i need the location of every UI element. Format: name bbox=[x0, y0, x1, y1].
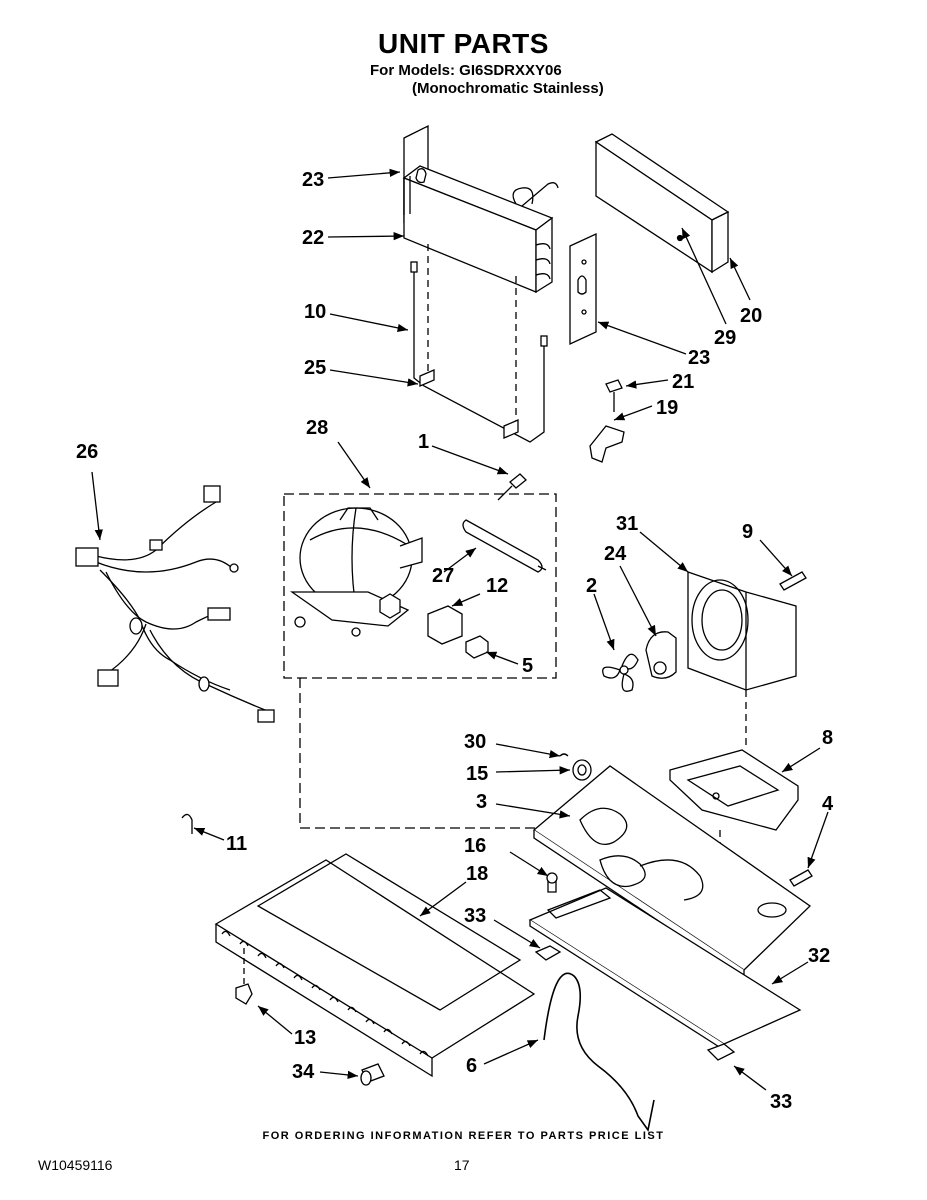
screw-4 bbox=[789, 869, 813, 887]
callout-33-top: 33 bbox=[464, 905, 486, 927]
grommet-15 bbox=[559, 753, 592, 781]
callout-11: 11 bbox=[226, 833, 247, 855]
callout-9: 9 bbox=[742, 521, 753, 543]
screw-16 bbox=[546, 872, 558, 893]
page-title: UNIT PARTS bbox=[378, 28, 549, 59]
filter-drier bbox=[462, 519, 547, 573]
evaporator-assembly bbox=[402, 124, 559, 428]
callout-8: 8 bbox=[822, 727, 833, 749]
fan-blade bbox=[602, 653, 639, 692]
start-relay bbox=[427, 605, 489, 659]
callout-23-right: 23 bbox=[688, 347, 710, 369]
callout-1: 1 bbox=[418, 431, 429, 453]
callout-33-bottom: 33 bbox=[770, 1091, 792, 1113]
callout-12: 12 bbox=[486, 575, 508, 597]
defrost-heater bbox=[410, 261, 548, 443]
callout-30: 30 bbox=[464, 731, 486, 753]
callout-27: 27 bbox=[432, 565, 454, 587]
compressor bbox=[289, 507, 423, 637]
callout-26: 26 bbox=[76, 441, 98, 463]
callout-2: 2 bbox=[586, 575, 597, 597]
compressor-group-box bbox=[283, 493, 557, 679]
callout-5: 5 bbox=[522, 655, 533, 677]
callout-arrows bbox=[91, 168, 829, 1091]
page-number: 17 bbox=[454, 1157, 470, 1173]
callout-10: 10 bbox=[304, 301, 326, 323]
callout-3: 3 bbox=[476, 791, 487, 813]
callout-20: 20 bbox=[740, 305, 762, 327]
side-plate-right bbox=[569, 232, 597, 346]
fan-shroud bbox=[687, 571, 797, 691]
callout-24: 24 bbox=[604, 543, 627, 565]
callout-18: 18 bbox=[466, 863, 488, 885]
tube-6 bbox=[543, 972, 655, 1132]
callout-4: 4 bbox=[822, 793, 834, 815]
callout-labels: 23 22 10 25 28 1 26 27 12 5 20 29 23 21 … bbox=[76, 169, 834, 1113]
callout-21: 21 bbox=[672, 371, 694, 393]
ordering-note: FOR ORDERING INFORMATION REFER TO PARTS … bbox=[262, 1130, 665, 1142]
callout-31: 31 bbox=[616, 513, 638, 535]
part-34 bbox=[360, 1063, 385, 1086]
callout-16: 16 bbox=[464, 835, 486, 857]
callout-29: 29 bbox=[714, 327, 736, 349]
callout-32: 32 bbox=[808, 945, 830, 967]
cover-plate bbox=[528, 887, 802, 1052]
fan-motor bbox=[645, 631, 677, 679]
models-line-2: (Monochromatic Stainless) bbox=[412, 80, 604, 97]
callout-6: 6 bbox=[466, 1055, 477, 1077]
base-pan bbox=[532, 765, 812, 980]
cover-channel bbox=[594, 133, 730, 274]
callout-15: 15 bbox=[466, 763, 488, 785]
model-info: For Models: GI6SDRXXY06 (Monochromatic S… bbox=[370, 62, 604, 98]
screw-9 bbox=[779, 571, 807, 591]
models-line-1: For Models: GI6SDRXXY06 bbox=[370, 62, 562, 79]
wiring-harness bbox=[75, 485, 275, 723]
clip-13 bbox=[235, 983, 253, 1005]
callout-19: 19 bbox=[656, 397, 678, 419]
callout-23-left: 23 bbox=[302, 169, 324, 191]
callout-28: 28 bbox=[306, 417, 328, 439]
screw-1 bbox=[497, 473, 527, 501]
foot-33-top bbox=[534, 945, 562, 961]
condenser-coil bbox=[214, 853, 536, 1078]
callout-25: 25 bbox=[304, 357, 326, 379]
screw-and-bracket bbox=[589, 379, 625, 463]
callout-13: 13 bbox=[294, 1027, 316, 1049]
foot-33-bottom bbox=[706, 1043, 736, 1061]
callout-22: 22 bbox=[302, 227, 324, 249]
part-11 bbox=[181, 813, 193, 834]
document-number: W10459116 bbox=[38, 1157, 113, 1173]
callout-34: 34 bbox=[292, 1061, 315, 1083]
fan-bracket bbox=[669, 749, 799, 831]
